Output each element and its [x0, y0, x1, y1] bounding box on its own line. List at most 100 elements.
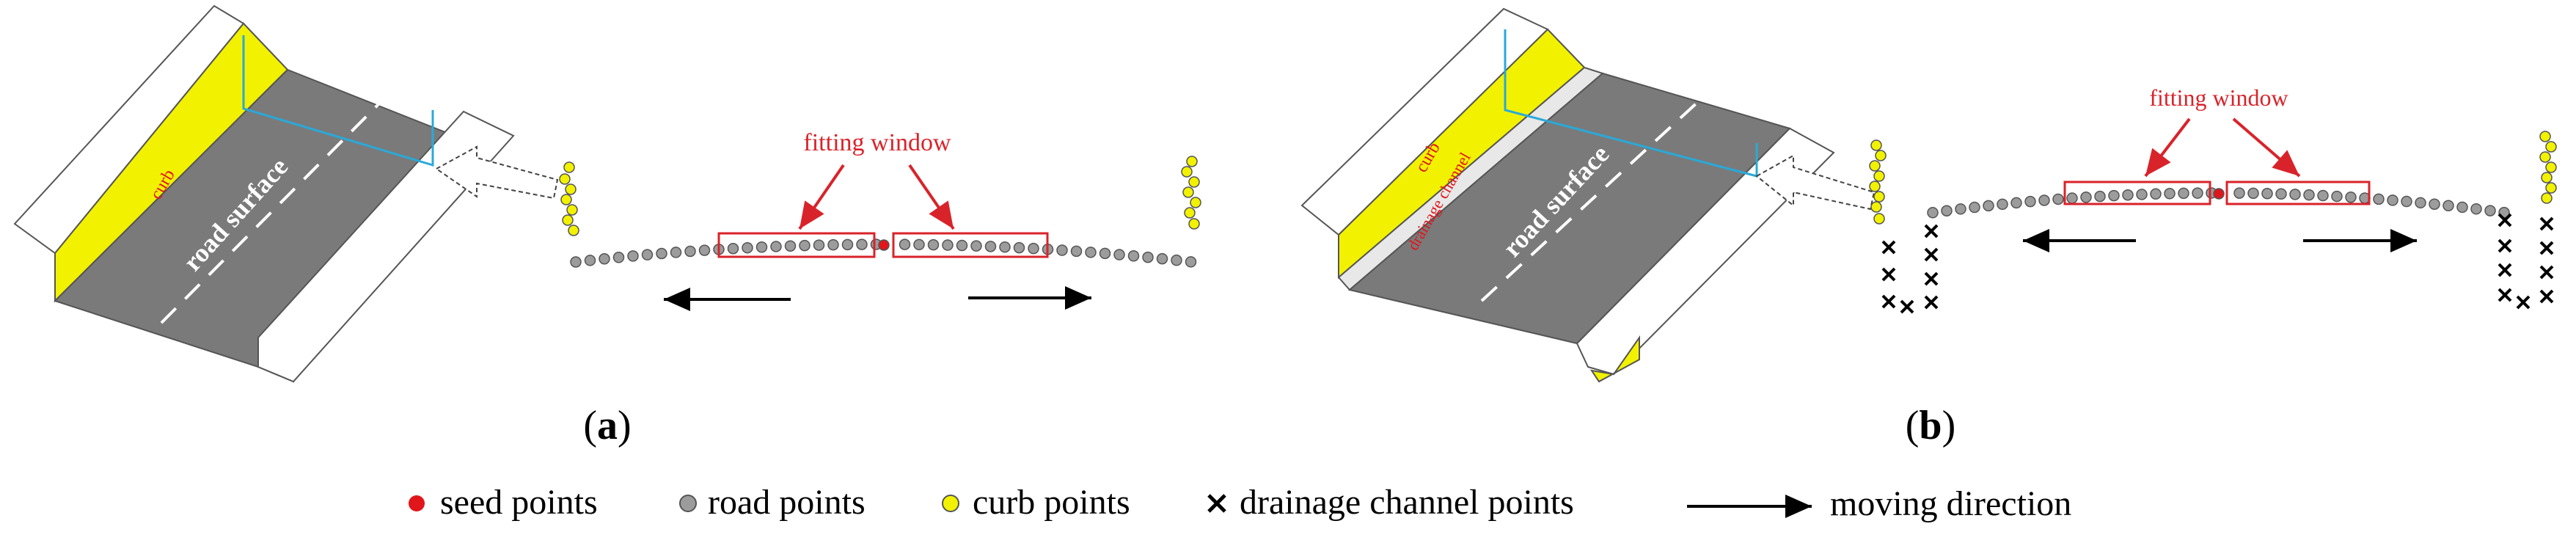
- legend-curb-marker: [942, 495, 959, 512]
- seed-point: [878, 239, 890, 251]
- curb-point: [1869, 181, 1881, 192]
- curb-point: [562, 214, 574, 226]
- curb-point: [1184, 207, 1196, 219]
- road-point: [2052, 193, 2064, 205]
- road-point: [1127, 250, 1140, 262]
- panel-a-profile: [559, 156, 1201, 268]
- road-point: [684, 245, 696, 258]
- road-point: [2136, 189, 2148, 200]
- road-point: [841, 238, 854, 251]
- curb-point: [2541, 192, 2553, 204]
- road-point: [1969, 201, 1980, 214]
- road-point: [2429, 198, 2440, 210]
- road-point: [2317, 189, 2329, 202]
- road-point: [627, 250, 639, 262]
- curb-point: [1186, 156, 1198, 167]
- legend-seed-label: seed points: [440, 483, 598, 522]
- road-point: [1171, 254, 1182, 266]
- road-point: [584, 255, 596, 266]
- drainage-point: [2539, 241, 2554, 255]
- road-point: [2484, 205, 2496, 216]
- curb-point: [1873, 170, 1885, 182]
- road-point: [2387, 194, 2398, 206]
- road-point: [641, 249, 654, 260]
- drainage-point: [2539, 265, 2554, 280]
- fitting-window-left-b: [2063, 181, 2211, 205]
- road-point: [755, 241, 768, 253]
- road-point: [827, 238, 839, 251]
- drainage-point: [2498, 263, 2512, 277]
- fitting-arrow-left: [798, 164, 845, 230]
- road-point: [1156, 252, 1168, 265]
- cross-section-line: [242, 35, 434, 167]
- panel-a-road-3d: curb road surface: [13, 4, 559, 383]
- road-point: [2233, 187, 2245, 199]
- drainage-point: [1881, 294, 1896, 309]
- road-point: [2066, 192, 2078, 204]
- road-point: [913, 238, 925, 251]
- road-point: [570, 256, 582, 268]
- road-point: [2192, 187, 2203, 199]
- road-point: [2094, 190, 2106, 203]
- drainage-point: [2498, 238, 2512, 253]
- road-point: [1997, 198, 2008, 211]
- curb-point: [1870, 139, 1882, 151]
- road-point: [770, 241, 782, 252]
- seed-point: [2213, 188, 2225, 200]
- lane-line: [160, 94, 389, 324]
- road-point: [2024, 195, 2036, 208]
- curb-point: [1870, 201, 1882, 213]
- right-curb-top-b: [1576, 127, 1835, 376]
- panel-b-road-3d: curb drainage channel road surface: [1300, 7, 1876, 383]
- drainage-point: [2539, 216, 2554, 231]
- curb-point: [1869, 160, 1881, 172]
- road-point: [1099, 247, 1111, 260]
- curb-point: [560, 194, 572, 205]
- road-point: [2010, 197, 2022, 209]
- road-point: [1056, 244, 1068, 256]
- drainage-point: [1924, 224, 1939, 238]
- panel-a-caption: (a): [583, 403, 631, 448]
- road-point: [899, 238, 911, 250]
- curb-point: [2539, 151, 2551, 163]
- projection-arrow-b: [1755, 154, 1876, 211]
- road-point: [2331, 190, 2343, 203]
- panel-b-caption: (b): [1906, 403, 1955, 448]
- road-point: [1028, 242, 1039, 255]
- road-point: [670, 247, 682, 258]
- road-point: [856, 238, 868, 250]
- panel-a-fitting-window: fitting window: [664, 129, 1091, 311]
- drainage-point: [1881, 240, 1896, 255]
- drainage-point: [1900, 299, 1914, 314]
- road-point: [1927, 207, 1939, 219]
- fitting-window-label-b: fitting window: [2149, 84, 2288, 111]
- legend-road-marker: [679, 495, 697, 512]
- road-point: [2164, 188, 2176, 200]
- curb-point: [566, 204, 578, 216]
- lane-line-b: [1480, 90, 1710, 302]
- road-point: [1070, 245, 1083, 258]
- right-curb-top: [257, 110, 515, 383]
- road-point: [2415, 197, 2426, 209]
- drainage-point: [2498, 288, 2512, 302]
- curb-point: [1873, 191, 1885, 203]
- fitting-arrow-left-b: [2144, 117, 2191, 178]
- road-point: [2080, 192, 2092, 203]
- road-point: [2289, 189, 2301, 200]
- fitting-window-right-b: [2225, 181, 2371, 205]
- cross-section-line-b: [1504, 29, 1758, 178]
- road-point: [2261, 188, 2273, 200]
- fitting-arrow-right: [908, 164, 955, 230]
- curb-point: [1181, 166, 1193, 178]
- road-point: [1113, 249, 1125, 260]
- curb-point: [568, 225, 579, 236]
- drainage-point: [1924, 272, 1939, 286]
- legend-seed-marker: [409, 495, 425, 511]
- road-point: [799, 239, 811, 252]
- road-point: [2275, 188, 2287, 200]
- road-point: [1955, 203, 1966, 215]
- drainage-point: [1924, 247, 1939, 262]
- road-point: [927, 238, 940, 251]
